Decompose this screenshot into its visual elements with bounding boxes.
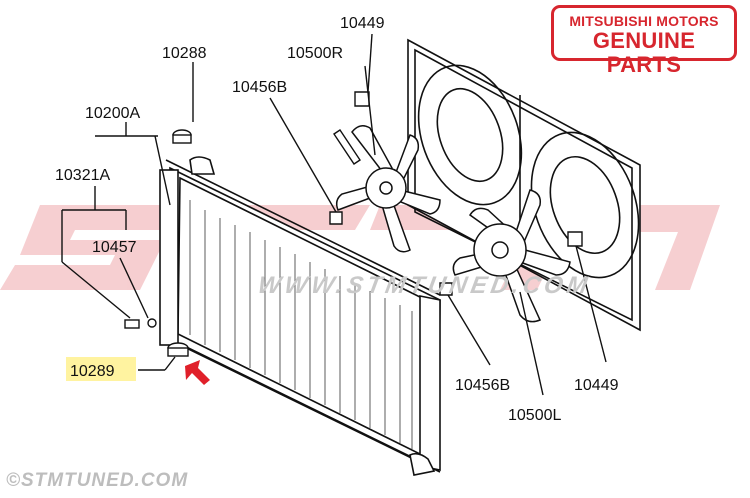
part-label-10500R: 10500R xyxy=(287,45,343,62)
brand-bottom-text: GENUINE PARTS xyxy=(592,28,696,77)
part-label-10457: 10457 xyxy=(92,239,137,256)
part-label-10321A: 10321A xyxy=(55,167,110,184)
part-label-10200A: 10200A xyxy=(85,105,140,122)
mitsubishi-genuine-parts-badge: MITSUBISHI MOTORS GENUINE PARTS xyxy=(551,5,737,77)
leader-lines xyxy=(61,33,607,396)
part-label-10449-bottom: 10449 xyxy=(574,377,619,394)
fan-shroud xyxy=(407,38,641,332)
part-label-10500L: 10500L xyxy=(508,407,561,424)
copyright-text: ©STMTUNED.COM xyxy=(6,470,189,491)
red-pointer-arrow xyxy=(185,360,210,385)
small-parts xyxy=(124,91,583,357)
watermark-url: WWW.STMTUNED.COM xyxy=(255,272,594,299)
brand-top-text: MITSUBISHI MOTORS xyxy=(569,13,719,29)
fan-10500L xyxy=(452,189,571,323)
part-label-10288: 10288 xyxy=(162,45,207,62)
part-label-10289: 10289 xyxy=(70,363,115,380)
part-label-10456B-bottom: 10456B xyxy=(455,377,510,394)
fan-10500R xyxy=(335,125,441,253)
part-label-10456B-top: 10456B xyxy=(232,79,287,96)
part-highlight xyxy=(66,357,136,381)
part-label-10449-top: 10449 xyxy=(340,15,385,32)
radiator xyxy=(159,156,441,476)
